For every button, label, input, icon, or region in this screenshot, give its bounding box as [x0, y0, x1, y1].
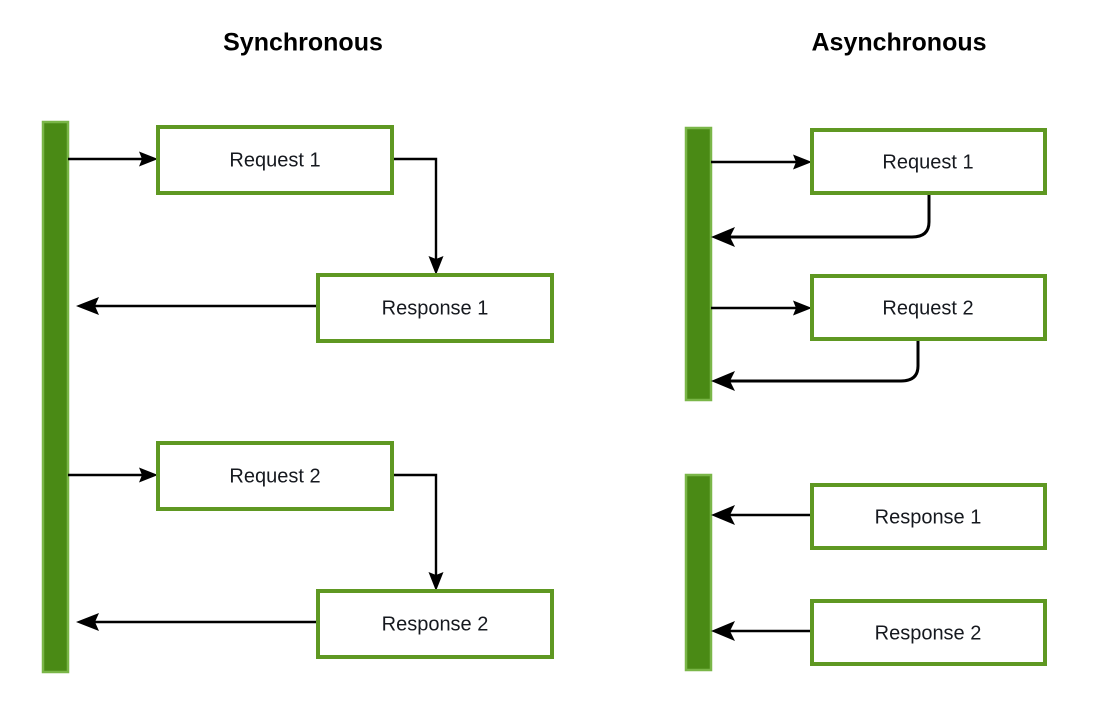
arrow-head-left-icon: [711, 505, 735, 525]
sync-connector-request-1-to-response-1: [392, 157, 444, 275]
async-request-1-box: Request 1: [810, 128, 1047, 195]
async-request-2-label: Request 2: [882, 297, 973, 319]
async-connector-lifeline-to-request-1: [711, 154, 812, 170]
sync-request-2-box: Request 2: [156, 441, 394, 511]
async-response-2-label: Response 2: [875, 622, 982, 644]
synchronous-column: Request 1 Response 1: [41, 120, 554, 674]
async-lifeline-bar-top: [684, 126, 713, 402]
sync-connector-lifeline-to-request-1: [68, 151, 158, 167]
sync-connector-response-2-to-lifeline: [76, 613, 318, 631]
arrow-head-right-icon: [793, 300, 812, 316]
async-connector-lifeline-to-request-2: [711, 300, 812, 316]
sync-connector-lifeline-to-request-2: [68, 467, 158, 483]
sync-request-2-label: Request 2: [229, 465, 320, 487]
sync-request-1-box: Request 1: [156, 125, 394, 195]
arrow-head-right-icon: [139, 467, 158, 483]
sync-response-1-label: Response 1: [382, 297, 489, 319]
sync-response-2-box: Response 2: [316, 589, 554, 659]
sync-response-2-label: Response 2: [382, 613, 489, 635]
asynchronous-column: Request 1 Request 2: [684, 126, 1047, 672]
async-response-1-label: Response 1: [875, 506, 982, 528]
sync-connector-response-1-to-lifeline: [76, 297, 318, 315]
async-connector-response-2-to-lifeline: [711, 621, 812, 641]
arrow-head-right-icon: [793, 154, 812, 170]
async-connector-response-1-to-lifeline: [711, 505, 812, 525]
sync-request-1-label: Request 1: [229, 149, 320, 171]
sync-response-1-box: Response 1: [316, 273, 554, 343]
arrow-head-right-icon: [139, 151, 158, 167]
async-connector-request-1-to-lifeline: [711, 193, 931, 247]
async-response-2-box: Response 2: [810, 599, 1047, 666]
arrow-head-left-icon: [711, 621, 735, 641]
async-request-2-box: Request 2: [810, 274, 1047, 341]
arrow-head-down-icon: [428, 256, 444, 275]
sync-connector-request-2-to-response-2: [392, 473, 444, 591]
async-response-1-box: Response 1: [810, 483, 1047, 550]
async-lifeline-bar-bottom: [684, 473, 713, 672]
arrow-head-down-icon: [428, 572, 444, 591]
synchronous-column-title: Synchronous: [223, 29, 383, 57]
async-connector-request-2-to-lifeline: [711, 339, 920, 391]
arrow-head-left-icon: [76, 297, 99, 315]
arrow-head-left-icon: [711, 227, 735, 247]
asynchronous-column-title: Asynchronous: [811, 29, 986, 57]
async-request-1-label: Request 1: [882, 151, 973, 173]
arrow-head-left-icon: [711, 371, 735, 391]
sync-lifeline-bar: [41, 120, 70, 674]
arrow-head-left-icon: [76, 613, 99, 631]
